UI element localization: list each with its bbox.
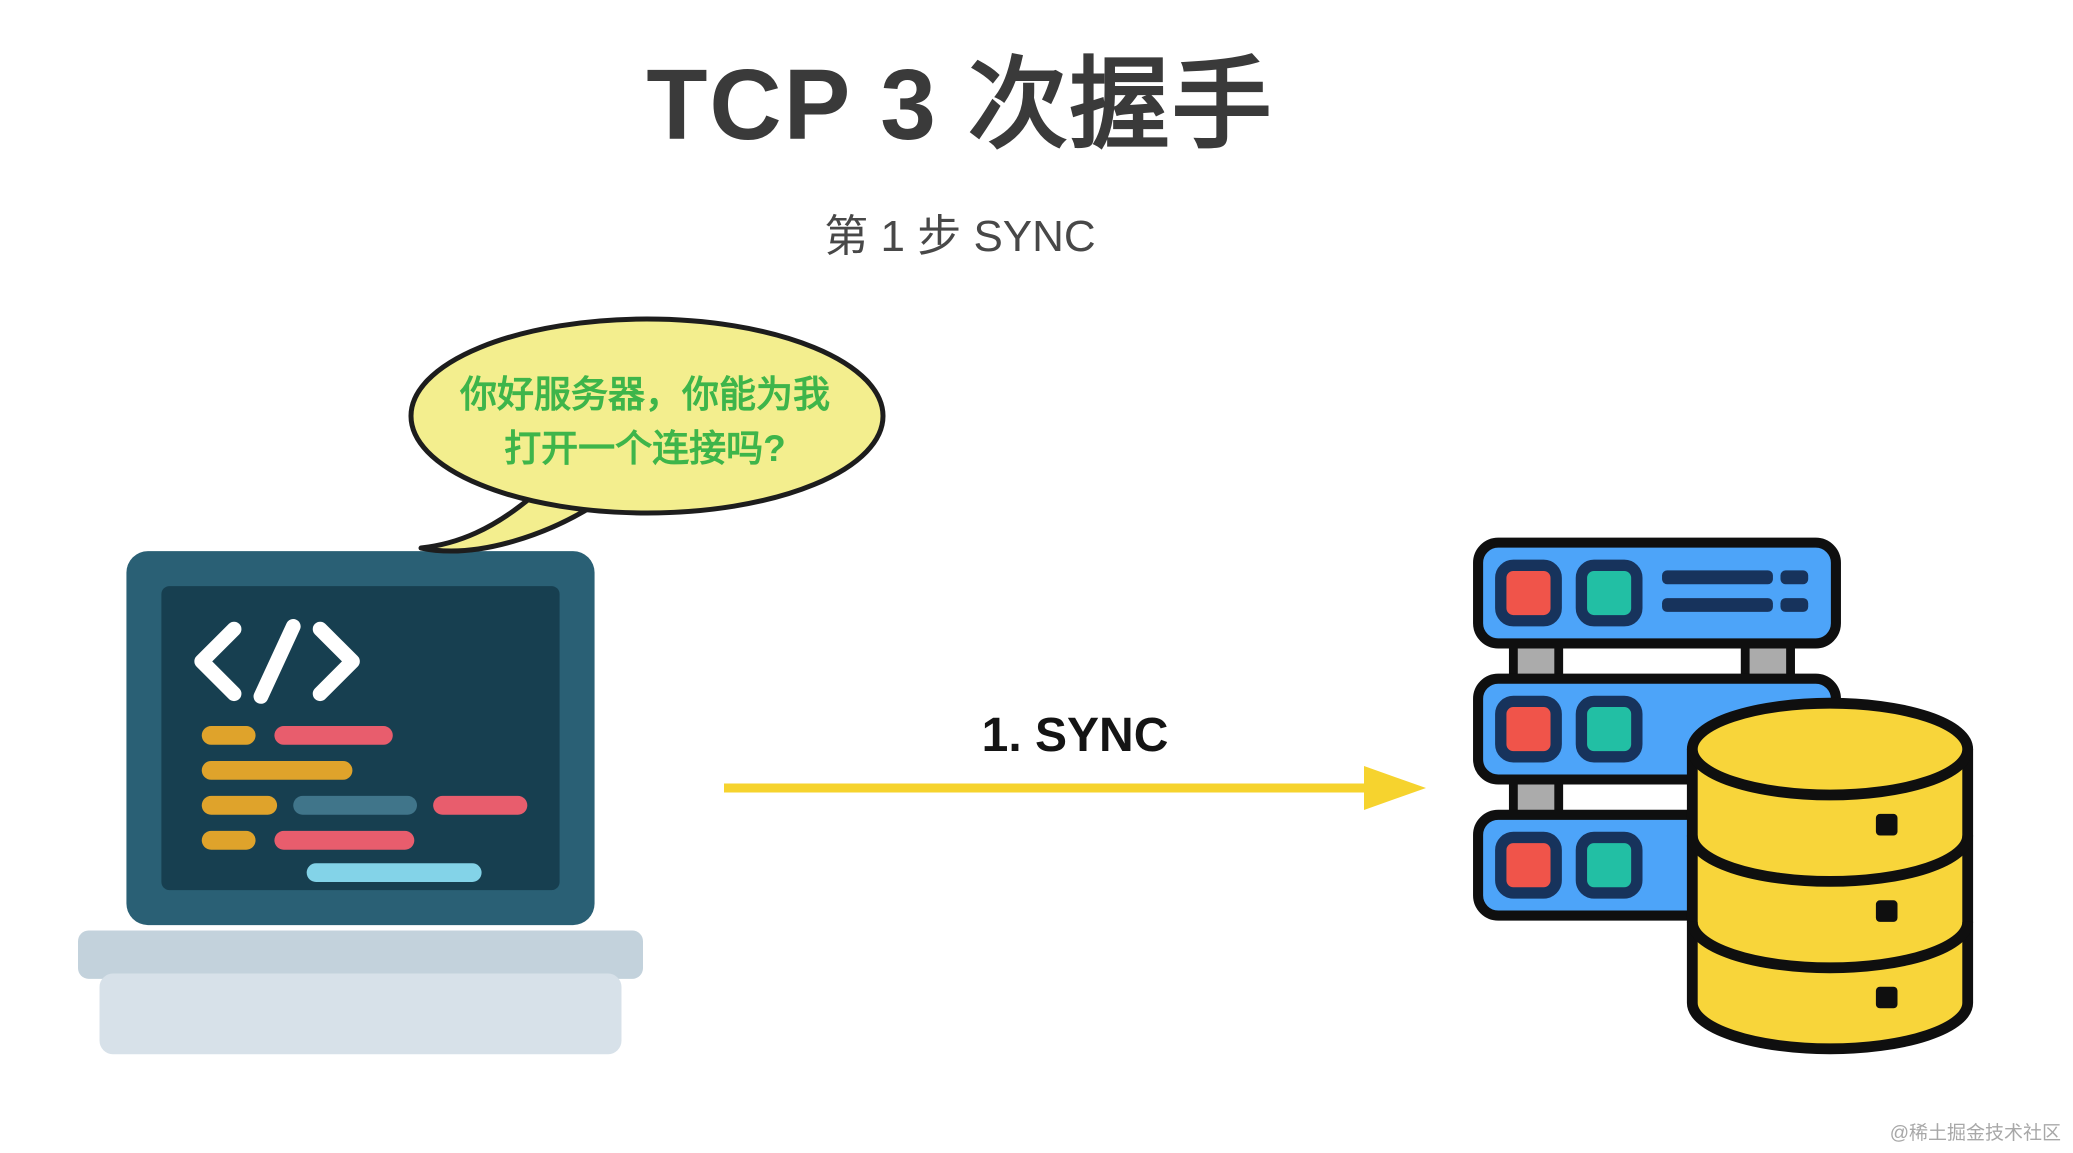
database [1668, 692, 1992, 1060]
server-indicators-3 [1495, 831, 1643, 899]
database-dots [1875, 813, 1898, 1009]
server [1468, 532, 1846, 930]
server-rack-icon [1473, 537, 1841, 921]
speech-bubble-line-1: 你好服务器，你能为我 [460, 374, 830, 415]
code-brackets-icon [194, 619, 360, 704]
speech-bubble [385, 312, 905, 562]
laptop-code-icon [78, 551, 643, 1055]
server-vents [1662, 570, 1809, 612]
laptop-base [78, 930, 643, 1055]
sync-arrow [720, 756, 1430, 820]
speech-bubble-text: 你好服务器，你能为我 打开一个连接吗? [420, 368, 870, 475]
page-title: TCP 3 次握手 [646, 49, 1274, 161]
database-icon [1686, 697, 1974, 1055]
speech-bubble-line-2: 打开一个连接吗? [504, 427, 786, 469]
code-lines [201, 725, 528, 883]
client-laptop [78, 548, 643, 1060]
server-indicators-1 [1495, 559, 1643, 627]
diagram-subtitle: 第 1 步 SYNC [824, 212, 1096, 261]
sync-arrow-label: 1. SYNC [981, 709, 1169, 762]
speech-bubble-shape [408, 316, 886, 554]
server-indicators-2 [1495, 695, 1643, 763]
sync-arrow-line [724, 766, 1426, 810]
watermark: @稀土掘金技术社区 [1889, 1123, 2061, 1144]
server-racks [1473, 537, 1841, 921]
